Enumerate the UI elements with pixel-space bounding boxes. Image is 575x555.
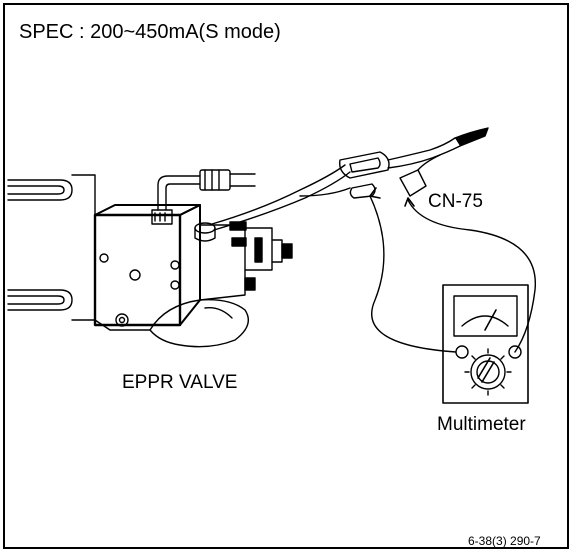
wiring-harness (211, 127, 489, 231)
valve-label: EPPR VALVE (122, 372, 238, 393)
connector-label: CN-75 (428, 191, 483, 212)
mounting-bracket (7, 174, 151, 331)
spec-text: SPEC : 200~450mA(S mode) (19, 21, 281, 43)
multimeter (442, 284, 529, 404)
multimeter-label: Multimeter (437, 414, 526, 435)
eppr-valve (93, 204, 293, 348)
figure-reference: 6-38(3) 290-7 (468, 534, 541, 548)
figure-frame (3, 3, 569, 549)
pipe-fitting (151, 169, 256, 225)
